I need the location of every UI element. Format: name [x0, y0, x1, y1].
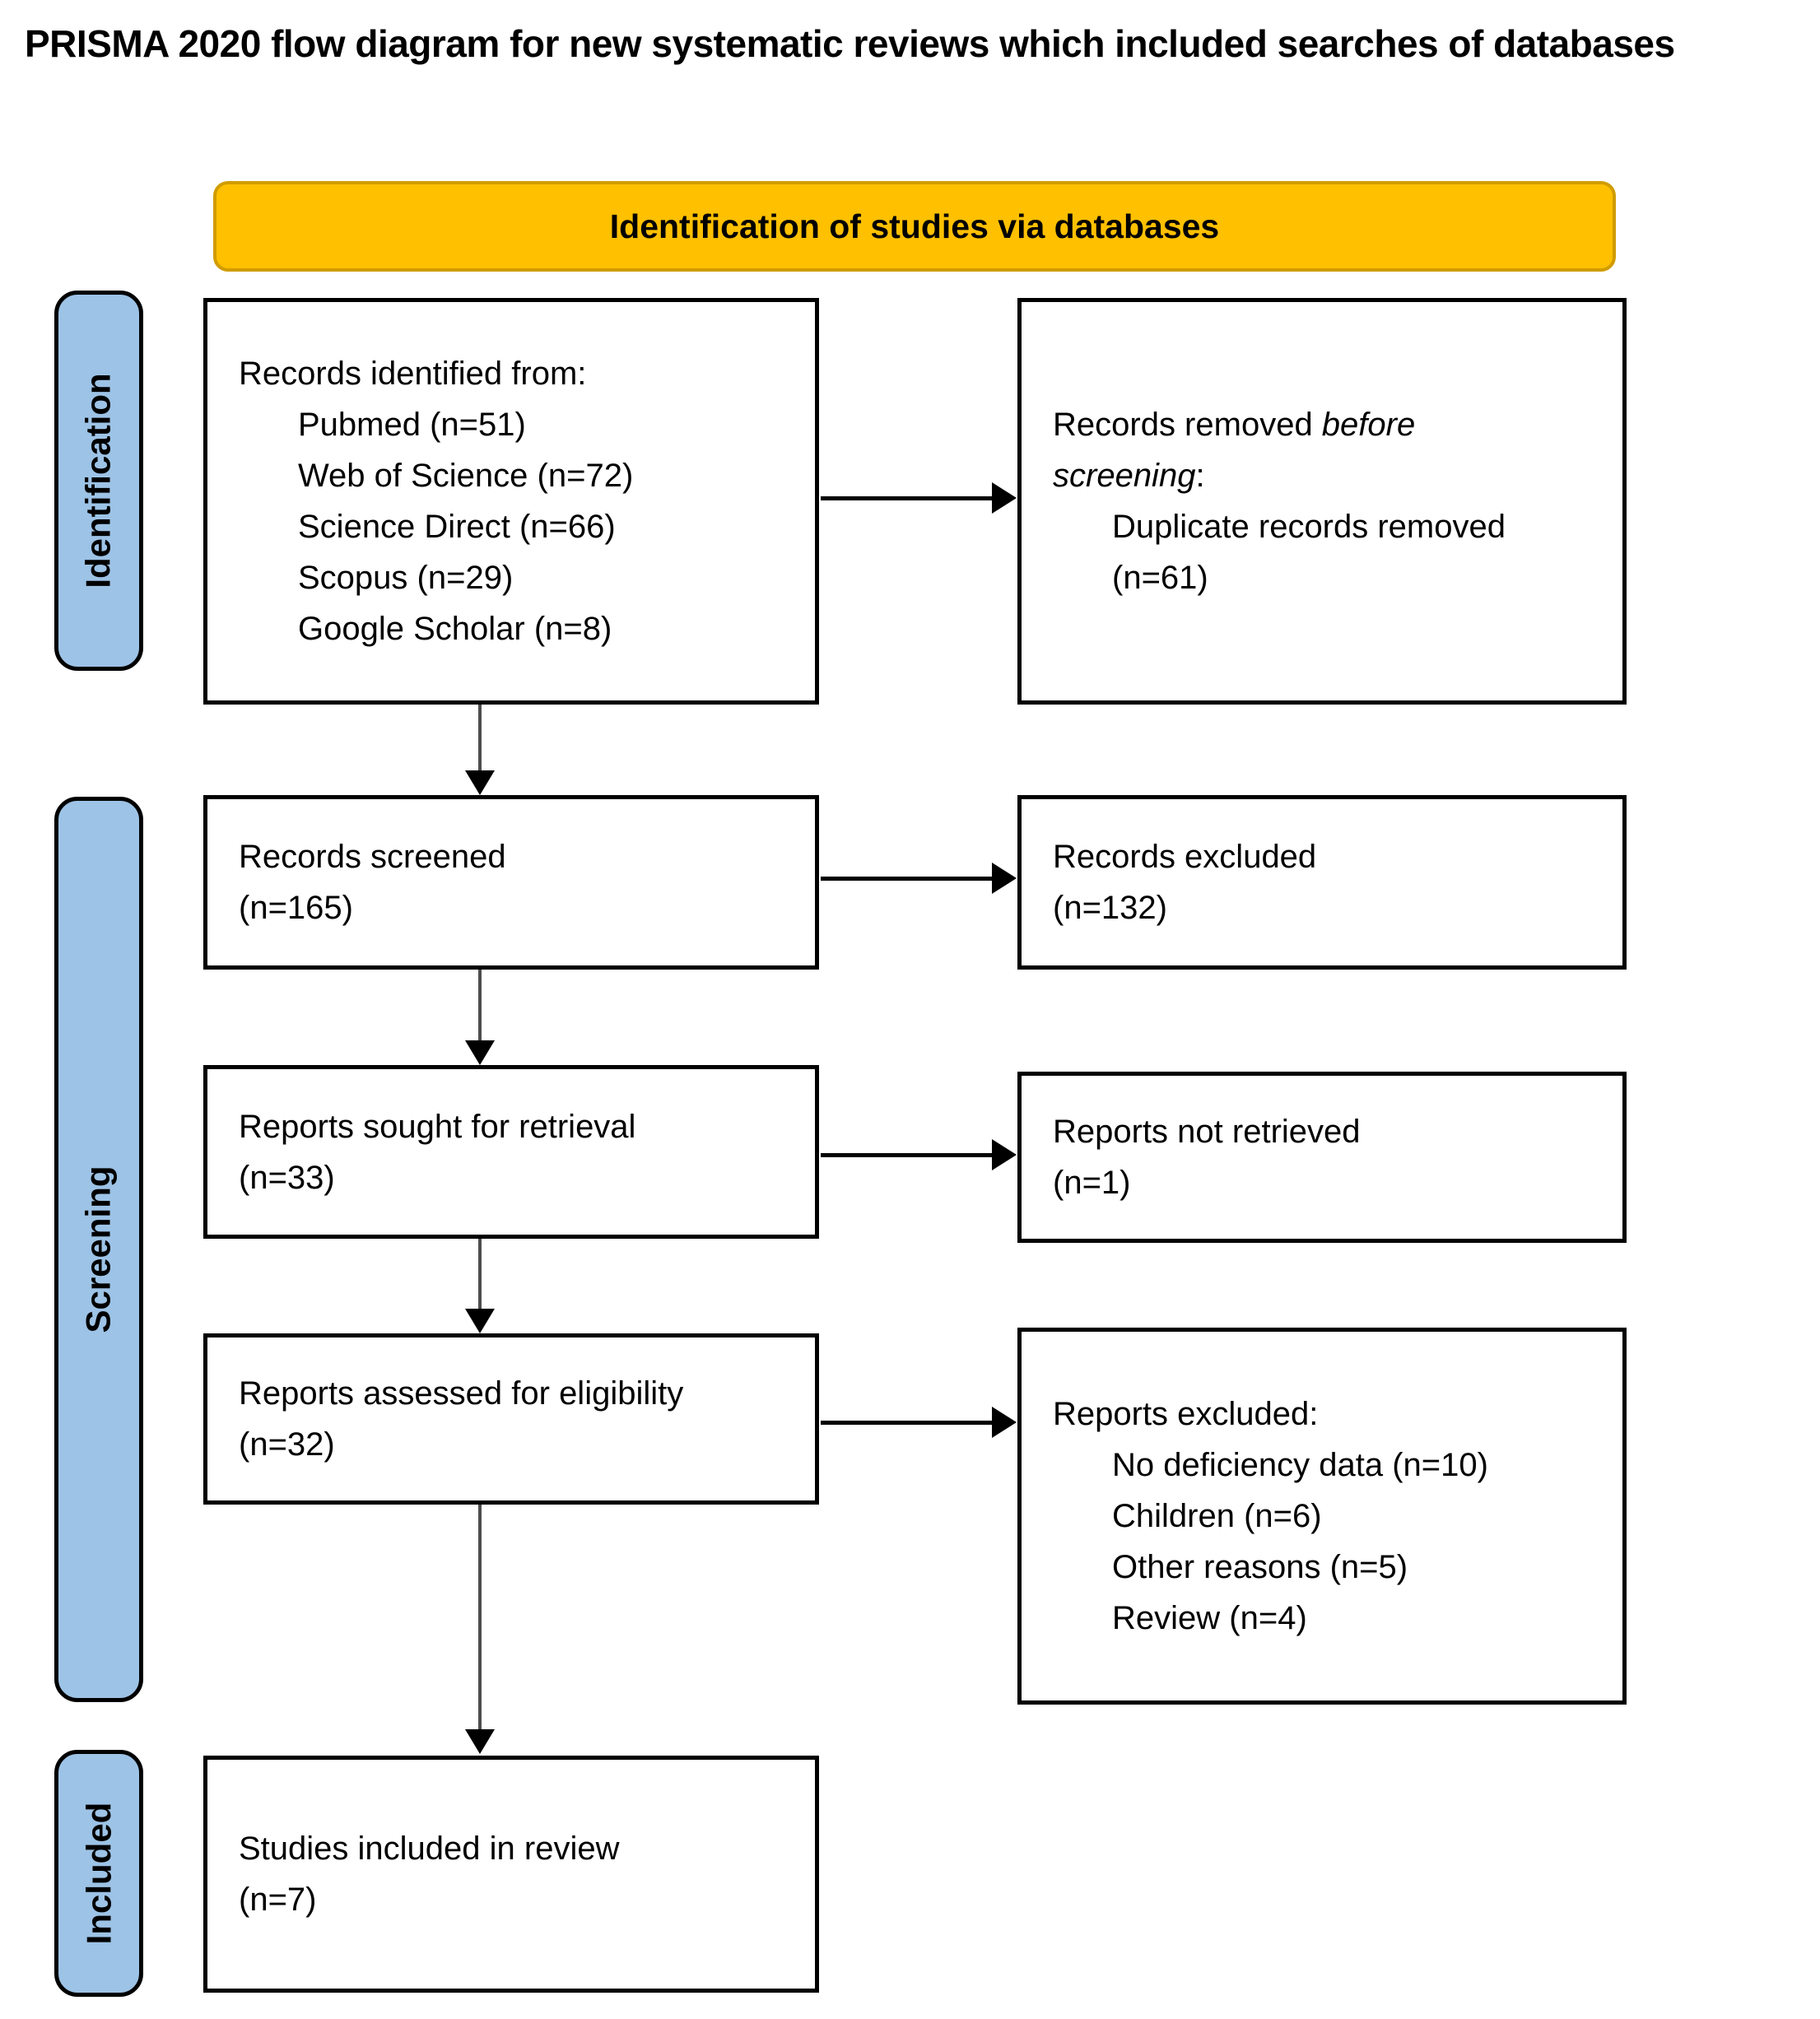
arrow-down-head [465, 1729, 495, 1754]
banner-identification-via-databases: Identification of studies via databases [213, 181, 1616, 272]
stage-label-screening-text: Screening [79, 1165, 119, 1333]
stage-label-included-text: Included [79, 1802, 118, 1945]
arrow-identified-to-removed [821, 482, 1017, 514]
arrow-line [478, 1505, 482, 1734]
box-reports-sought-line2: (n=33) [239, 1159, 335, 1196]
arrow-assessed-to-reports-excluded [821, 1407, 1017, 1438]
box-records-identified-item: Google Scholar (n=8) [298, 611, 612, 647]
box-records-identified-item: Science Direct (n=66) [298, 509, 616, 545]
box-records-identified-item: Web of Science (n=72) [298, 458, 634, 494]
box-reports-excluded-title: Reports excluded: [1053, 1396, 1319, 1432]
arrow-down-head [465, 770, 495, 795]
arrow-line [478, 705, 482, 775]
box-reports-assessed-line1: Reports assessed for eligibility [239, 1375, 684, 1412]
box-records-removed-title-line1: Records removed before [1053, 407, 1416, 443]
arrow-identified-to-screened [465, 705, 495, 795]
arrow-down-head [465, 1309, 495, 1333]
box-records-screened: Records screened (n=165) [203, 795, 819, 970]
box-records-identified-item: Pubmed (n=51) [298, 407, 526, 443]
arrow-line [478, 1239, 482, 1314]
stage-label-included: Included [54, 1750, 143, 1997]
box-reports-excluded: Reports excluded: No deficiency data (n=… [1017, 1328, 1627, 1705]
arrow-line [821, 877, 995, 881]
arrow-line [821, 1421, 995, 1425]
arrow-right-head [992, 1407, 1017, 1438]
arrow-right-head [992, 863, 1017, 894]
box-records-identified: Records identified from: Pubmed (n=51) W… [203, 298, 819, 705]
box-records-removed-title-line2: screening: [1053, 458, 1205, 494]
arrow-line [821, 496, 995, 500]
stage-label-identification: Identification [54, 291, 143, 671]
box-reports-not-retrieved-line1: Reports not retrieved [1053, 1114, 1361, 1150]
page-title: PRISMA 2020 flow diagram for new systema… [25, 22, 1675, 65]
box-studies-included-line1: Studies included in review [239, 1831, 620, 1867]
arrow-line [821, 1153, 995, 1157]
box-records-screened-line2: (n=165) [239, 890, 353, 926]
arrow-right-head [992, 482, 1017, 514]
box-reports-excluded-item: Children (n=6) [1112, 1498, 1322, 1534]
stage-label-screening: Screening [54, 797, 143, 1702]
arrow-right-head [992, 1139, 1017, 1170]
box-records-identified-item: Scopus (n=29) [298, 560, 514, 596]
box-reports-not-retrieved: Reports not retrieved (n=1) [1017, 1072, 1627, 1243]
box-reports-not-retrieved-line2: (n=1) [1053, 1165, 1131, 1201]
box-records-identified-title: Records identified from: [239, 356, 587, 392]
arrow-assessed-to-included [465, 1505, 495, 1754]
box-reports-sought-line1: Reports sought for retrieval [239, 1108, 636, 1145]
box-reports-assessed-line2: (n=32) [239, 1426, 335, 1463]
box-reports-assessed-for-eligibility: Reports assessed for eligibility (n=32) [203, 1333, 819, 1505]
box-records-removed-item: Duplicate records removed [1112, 509, 1506, 545]
arrow-screened-to-sought [465, 970, 495, 1065]
box-reports-excluded-item: Review (n=4) [1112, 1600, 1307, 1636]
arrow-line [478, 970, 482, 1045]
arrow-sought-to-not-retrieved [821, 1139, 1017, 1170]
box-studies-included-in-review: Studies included in review (n=7) [203, 1756, 819, 1993]
stage-label-identification-text: Identification [79, 373, 118, 588]
box-records-excluded-line1: Records excluded [1053, 839, 1317, 875]
box-records-removed-before-screening: Records removed before screening: Duplic… [1017, 298, 1627, 705]
box-records-removed-item: (n=61) [1112, 560, 1208, 596]
arrow-screened-to-excluded [821, 863, 1017, 894]
box-records-excluded-line2: (n=132) [1053, 890, 1167, 926]
box-studies-included-line2: (n=7) [239, 1882, 317, 1918]
box-records-excluded: Records excluded (n=132) [1017, 795, 1627, 970]
box-reports-sought-for-retrieval: Reports sought for retrieval (n=33) [203, 1065, 819, 1239]
arrow-sought-to-assessed [465, 1239, 495, 1333]
arrow-down-head [465, 1040, 495, 1065]
box-reports-excluded-item: No deficiency data (n=10) [1112, 1447, 1488, 1483]
box-records-screened-line1: Records screened [239, 839, 506, 875]
banner-label: Identification of studies via databases [609, 207, 1220, 245]
box-reports-excluded-item: Other reasons (n=5) [1112, 1549, 1408, 1585]
